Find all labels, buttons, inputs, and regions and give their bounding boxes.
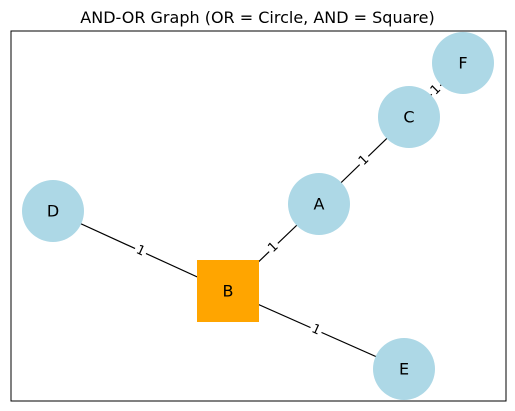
- node-label: D: [47, 202, 59, 221]
- edge-label-background: [263, 237, 284, 258]
- or-node-circle: [288, 173, 350, 235]
- node-a: A: [288, 173, 350, 235]
- or-node-circle: [432, 32, 494, 94]
- chart-title: AND-OR Graph (OR = Circle, AND = Square): [80, 8, 434, 27]
- node-label: A: [314, 195, 325, 214]
- plot-frame: [10, 30, 507, 402]
- edge-label-background: [354, 150, 374, 171]
- node-d: D: [22, 180, 84, 242]
- or-node-circle: [378, 86, 440, 148]
- edge-label-background: [426, 80, 446, 100]
- node-label: C: [403, 108, 414, 127]
- and-node-square: [197, 260, 259, 322]
- node-label: E: [399, 360, 409, 379]
- nodes-layer: A B C D E F: [22, 32, 494, 400]
- or-node-circle: [22, 180, 84, 242]
- edge-label-background: [307, 320, 325, 340]
- or-node-circle: [373, 338, 435, 400]
- node-c: C: [378, 86, 440, 148]
- node-label: F: [458, 54, 467, 73]
- node-e: E: [373, 338, 435, 400]
- node-b: B: [197, 260, 259, 322]
- node-label: B: [223, 282, 234, 301]
- node-f: F: [432, 32, 494, 94]
- edge-label-background: [131, 241, 150, 261]
